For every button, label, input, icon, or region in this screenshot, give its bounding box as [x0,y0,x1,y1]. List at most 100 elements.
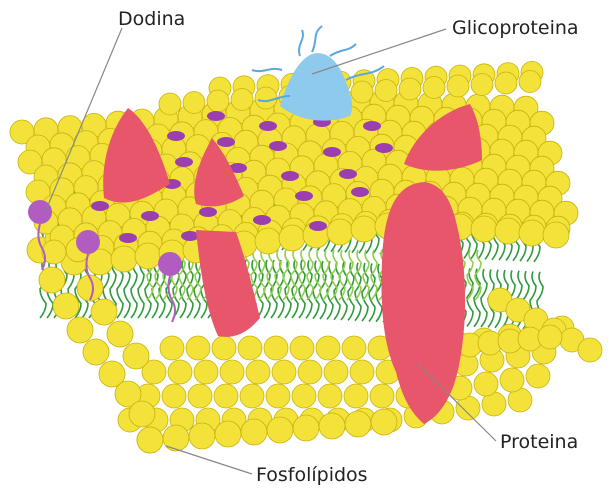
phospholipid-head [91,299,117,325]
pore [207,111,225,121]
phospholipid-head [160,336,184,360]
phospholipid-head [137,427,163,453]
phospholipid-head [111,246,137,272]
glycoprotein [280,53,352,120]
pore [259,121,277,131]
pore [323,147,341,157]
phospholipid-head [447,75,469,97]
lipid-tail [371,250,377,300]
lipid-tail [481,269,487,327]
phospholipid-head [471,74,493,96]
pore [295,191,313,201]
phospholipid-head [107,321,133,347]
phospholipid-head [266,384,290,408]
phospholipid-head [474,372,498,396]
phospholipid-head [519,220,545,246]
pore [253,215,271,225]
phospholipid-head [214,384,238,408]
pore [199,207,217,217]
phospholipid-head [319,413,345,439]
phospholipid-head [215,421,241,447]
phospholipid-head [189,423,215,449]
pore [119,233,137,243]
phospholipid-head [241,419,267,445]
phospholipid-head [159,93,181,115]
phospholipid-head [255,228,281,254]
phospholipid-head [526,364,550,388]
phospholipid-head [246,360,270,384]
pore [217,137,235,147]
phospholipid-head [231,89,253,111]
phospholipid-head [290,336,314,360]
phospholipid-head [471,216,497,242]
phospholipid-head [238,336,262,360]
phospholipid-head [371,409,397,435]
phospholipid-head [351,216,377,242]
phospholipid-head [207,90,229,112]
pore [269,141,287,151]
phospholipid-head [342,336,366,360]
phospholipid-head [163,425,189,451]
phospholipid-head [298,360,322,384]
sugar-chain [299,30,303,56]
phospholipid-head [350,360,374,384]
phospholipid-head [255,87,277,109]
phospholipid-head [292,384,316,408]
phospholipid-head [351,81,373,103]
phospholipid-head [399,78,421,100]
phospholipid-head [519,71,541,93]
phospholipid-head [123,343,149,369]
pore [141,211,159,221]
pore [363,121,381,131]
phospholipid-head [578,338,602,362]
phospholipid-head [538,325,562,349]
pore [175,157,193,167]
cholesterol-head [158,252,182,276]
phospholipid-head [495,72,517,94]
phospholipid-head [267,417,293,443]
phospholipid-head [344,384,368,408]
phospholipid-head [543,222,569,248]
phospholipid-head [345,411,371,437]
phospholipid-head [53,293,79,319]
phospholipid-head [318,384,342,408]
phospholipid-head [495,218,521,244]
phospholipid-head [370,384,394,408]
phospholipid-head [183,92,205,114]
phospholipid-head [67,317,93,343]
pore [339,169,357,179]
label-fosfolipidos: Fosfolípidos [256,466,368,485]
phospholipid-head [279,225,305,251]
leader-glicoproteina [312,29,446,74]
phospholipid-head [327,219,353,245]
phospholipid-head [240,384,264,408]
phospholipid-head [324,360,348,384]
phospholipid-head [272,360,296,384]
pore [281,171,299,181]
label-proteina: Proteina [500,433,578,452]
label-dodina: Dodina [118,10,185,29]
phospholipid-head [293,415,319,441]
lipid-tail [339,250,345,300]
cholesterol-head [76,230,100,254]
protein-transmembrane [382,182,466,424]
sugar-chain [312,26,322,52]
pore [375,143,393,153]
pore [309,221,327,231]
phospholipid-head [83,339,109,365]
phospholipid-head [135,243,161,269]
pore [351,187,369,197]
phospholipid-head [220,360,244,384]
phospholipid-head [423,77,445,99]
phospholipid-head [188,384,212,408]
pore [91,201,109,211]
lipid-tail [313,261,319,319]
pore [167,131,185,141]
lipid-tail [259,250,265,300]
sugar-chain [252,69,282,71]
phospholipid-head [194,360,218,384]
phospholipid-head [129,401,155,427]
phospholipid-head [162,384,186,408]
